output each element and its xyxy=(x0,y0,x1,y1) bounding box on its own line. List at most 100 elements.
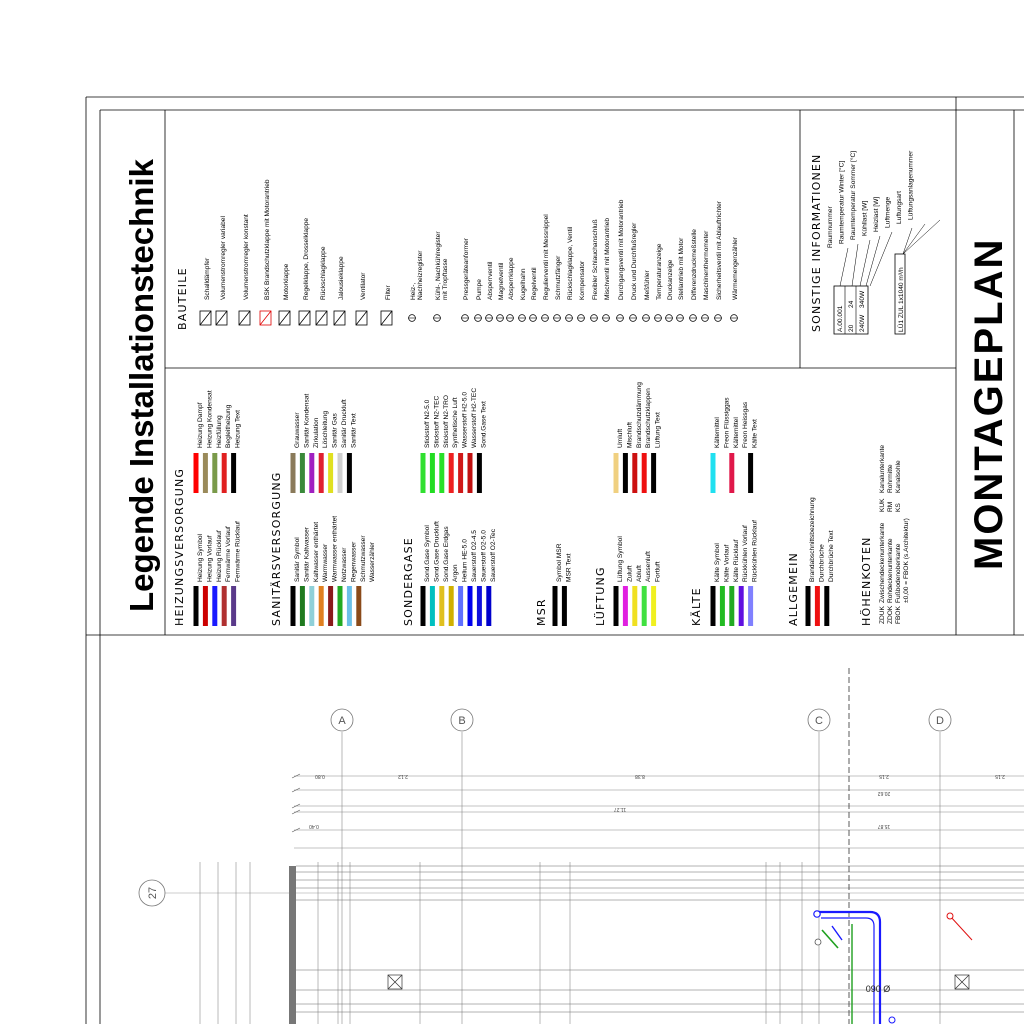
symbol-box xyxy=(199,310,212,326)
section-title-sanitaer: SANITÄRSVERSORGUNG xyxy=(270,471,283,626)
legend-label: Kälte Vorlauf xyxy=(723,544,730,582)
leader-line xyxy=(869,231,893,287)
pipe-flow xyxy=(821,929,839,949)
component-label: Absperrventil xyxy=(487,261,494,300)
legend-label: Kältemittel xyxy=(733,417,740,448)
component-symbol-icon xyxy=(199,310,212,326)
legend-label: Heizfüllung xyxy=(216,415,223,448)
hoehe-code: RM xyxy=(887,502,894,512)
legend-label: Regenwasser xyxy=(350,541,357,582)
air-info-box xyxy=(894,253,906,335)
symbol-line xyxy=(259,310,272,326)
component-symbol-icon xyxy=(553,314,561,322)
legend-label: Brandschutzdämmung xyxy=(636,382,643,448)
legend-label: Symbol MSR xyxy=(556,543,563,582)
component-label: Rückschlagklappe xyxy=(320,246,327,300)
info-label: Heizlast [W] xyxy=(873,197,880,232)
legend-title: Legende Installationstechnik xyxy=(123,158,160,612)
legend-label: Stickstoff N2-5.0 xyxy=(424,399,431,448)
fire-damper-icon xyxy=(946,912,954,920)
component-symbol-icon xyxy=(541,314,549,322)
legend-label: Sauerstoff O2-4.5 xyxy=(471,530,478,582)
wall xyxy=(289,866,296,1024)
component-symbol-icon xyxy=(590,314,598,322)
legend-label: Sanitär Druckluft xyxy=(341,399,348,448)
component-label: Flexibler Schlauchanschluß xyxy=(592,219,599,300)
component-label: Volumenstromregler konstant xyxy=(243,214,250,300)
symbol-box xyxy=(380,310,393,326)
component-label: Regelventil xyxy=(531,267,538,300)
legend-label: Heizung Symbol xyxy=(197,533,204,582)
grid-axis-label: B xyxy=(458,715,465,727)
dimension-tick xyxy=(291,803,301,809)
component-symbol-icon xyxy=(730,314,738,322)
component-label: Heiz-, xyxy=(410,283,417,300)
component-symbol-icon xyxy=(474,314,482,322)
legend-label: Heizung Kondensat xyxy=(206,390,213,448)
legend-label: Brandabschnittsbezeichnung xyxy=(809,497,816,582)
component-label: mit Tropftasse xyxy=(442,258,449,300)
legend-label: Kälte Symbol xyxy=(714,543,721,582)
component-symbol-icon xyxy=(629,314,637,322)
symbol-line xyxy=(199,310,212,326)
legend-label: Kaltwasser enthärtet xyxy=(313,522,320,582)
component-symbol-icon xyxy=(433,314,441,322)
component-symbol-icon xyxy=(315,310,328,326)
component-label: Motorklappe xyxy=(283,263,290,300)
hoehe-code: ZDOK xyxy=(887,605,894,624)
legend-label: Sanitär Gas xyxy=(332,412,339,448)
component-symbol-icon xyxy=(298,310,311,326)
legend-label: Helium HE-5.0 xyxy=(462,539,469,582)
info-label: Lüftungsanlagenummer xyxy=(908,150,915,220)
section-title-lueftung: LÜFTUNG xyxy=(594,566,607,626)
legend-label: Sond.Gase Text xyxy=(480,401,487,448)
symbol-line xyxy=(238,310,251,326)
legend-label: Wasserstoff H2-TEC xyxy=(471,388,478,448)
symbol-line xyxy=(333,310,346,326)
leader-line xyxy=(902,223,926,255)
legend-label: Stickstoff N2-TRO xyxy=(443,395,450,448)
component-symbol-icon xyxy=(714,314,722,322)
hoehe-desc: Zwischendeckenunterkante xyxy=(879,522,886,603)
leader-line xyxy=(902,227,913,255)
component-label: Differenzdruckmeßstelle xyxy=(691,229,698,300)
section-title-heizung: HEIZUNGSVERSORGUNG xyxy=(173,468,186,626)
component-symbol-icon xyxy=(676,314,684,322)
component-symbol-icon xyxy=(496,314,504,322)
room-info-box xyxy=(833,285,869,335)
pipe-flow xyxy=(831,925,843,941)
shaft-box xyxy=(954,974,970,990)
dimension-value: 8.38 xyxy=(635,773,645,779)
component-label: Jalousieklappe xyxy=(338,256,345,300)
dimension-value: 0.40 xyxy=(309,823,319,829)
component-label: Volumenstromregler variabel xyxy=(220,216,227,300)
component-label: BSK Brandschutzklappe mit Motorantrieb xyxy=(264,179,271,300)
grid-row-label: 27 xyxy=(147,887,159,899)
hoehe-desc: Fußbodenoberkante xyxy=(895,543,902,603)
legend-label: Sanitär Kaltwasser xyxy=(303,526,310,582)
legend-label: Mischluft xyxy=(626,422,633,448)
info-label: Raumtemperatur Sommer [°C] xyxy=(849,151,857,240)
legend-label: Warmwasser xyxy=(322,543,329,582)
component-symbol-icon xyxy=(355,310,368,326)
component-symbol-icon xyxy=(506,314,514,322)
legend-label: Brandschutzklappen xyxy=(645,388,652,448)
info-label: Kühllast [W] xyxy=(862,201,869,236)
info-label: Raumnummer xyxy=(827,205,834,248)
component-label: Wärmemengenzähler xyxy=(732,236,739,300)
component-label: Rückschlagklappe, Ventil xyxy=(567,226,574,300)
dimension-value: 20.62 xyxy=(878,790,891,796)
pipe-return-2 xyxy=(821,917,875,1024)
dimension-tick xyxy=(291,787,301,793)
legend-label: Heizung Dampf xyxy=(197,402,204,448)
component-symbol-icon xyxy=(238,310,251,326)
legend-label: Wasserstoff H2-5.0 xyxy=(462,392,469,448)
component-symbol-icon xyxy=(333,310,346,326)
component-label: Stellantrieb mit Motor xyxy=(678,237,685,300)
leader-line xyxy=(839,247,849,287)
component-label: Pumpe xyxy=(476,279,483,300)
component-label: Mischventil mit Motorantrieb xyxy=(604,218,611,300)
symbol-box xyxy=(355,310,368,326)
fire-damper-line xyxy=(949,915,973,941)
section-title-bauteile: BAUTEILE xyxy=(176,267,189,330)
